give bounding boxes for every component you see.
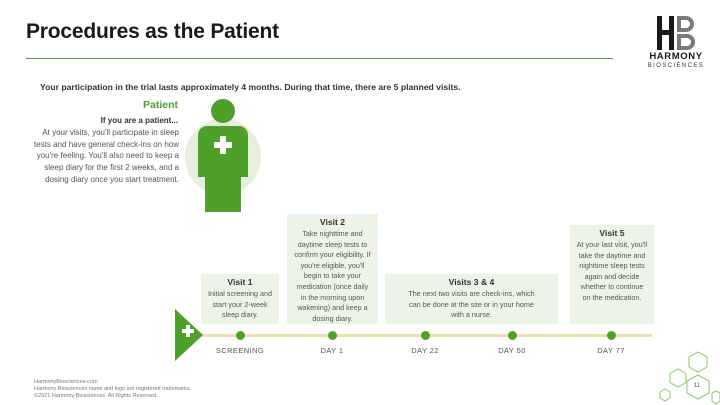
visit-card-3-4: Visits 3 & 4 The next two visits are che… — [385, 274, 558, 324]
harmony-hb-logo-icon — [657, 16, 695, 50]
page-number: 11 — [693, 383, 701, 389]
visit-description: Take nighttime and daytime sleep tests t… — [294, 229, 371, 323]
start-arrow-icon — [175, 309, 203, 361]
patient-description: At your visits, you'll participate in sl… — [34, 128, 179, 184]
timeline-dot-day1 — [328, 331, 337, 340]
timeline-label-day50: DAY 50 — [498, 346, 526, 355]
logo-name: HARMONY — [649, 51, 703, 62]
timeline-label-day22: DAY 22 — [411, 346, 439, 355]
timeline-label-screening: SCREENING — [215, 346, 265, 355]
patient-subheading: If you are a patient... — [100, 116, 178, 125]
visit-description: At your last visit, you'll take the dayt… — [576, 240, 648, 302]
visit-title: Visit 5 — [599, 228, 625, 238]
visit-title: Visit 2 — [319, 217, 346, 227]
visit-title: Visits 3 & 4 — [448, 277, 495, 287]
logo-subtitle: BIOSCIENCES — [647, 63, 705, 69]
timeline-label-day77: DAY 77 — [597, 346, 625, 355]
harmony-logo: HARMONY BIOSCIENCES — [640, 16, 712, 74]
timeline-label-day1: DAY 1 — [320, 346, 344, 355]
patient-figure-icon — [185, 99, 261, 212]
timeline-dot-day50 — [508, 331, 517, 340]
timeline-dot-day22 — [421, 331, 430, 340]
visit-description: The next two visits are check-ins, which… — [408, 289, 535, 320]
visit-card-2: Visit 2 Take nighttime and daytime sleep… — [287, 214, 378, 324]
timeline-dot-day77 — [607, 331, 616, 340]
intro-text: Your participation in the trial lasts ap… — [40, 82, 461, 92]
title-divider — [26, 58, 613, 59]
footer-copyright: ©2021 Harmony Biosciences. All Rights Re… — [34, 392, 158, 399]
visit-card-1: Visit 1 Initial screening and start your… — [201, 274, 279, 324]
footer: HarmonyBiosciences.com Harmony Bioscienc… — [34, 379, 191, 400]
visit-description: Initial screening and start your 2-week … — [208, 289, 272, 320]
slide-title: Procedures as the Patient — [26, 20, 279, 43]
footer-website: HarmonyBiosciences.com — [34, 379, 98, 385]
footer-trademark: Harmony Biosciences name and logo are re… — [34, 385, 192, 392]
visit-card-5: Visit 5 At your last visit, you'll take … — [570, 225, 654, 324]
hexagon-decoration-icon — [659, 351, 720, 405]
visit-title: Visit 1 — [227, 277, 253, 287]
patient-heading: Patient — [142, 99, 178, 111]
timeline-dot-screening — [236, 331, 245, 340]
